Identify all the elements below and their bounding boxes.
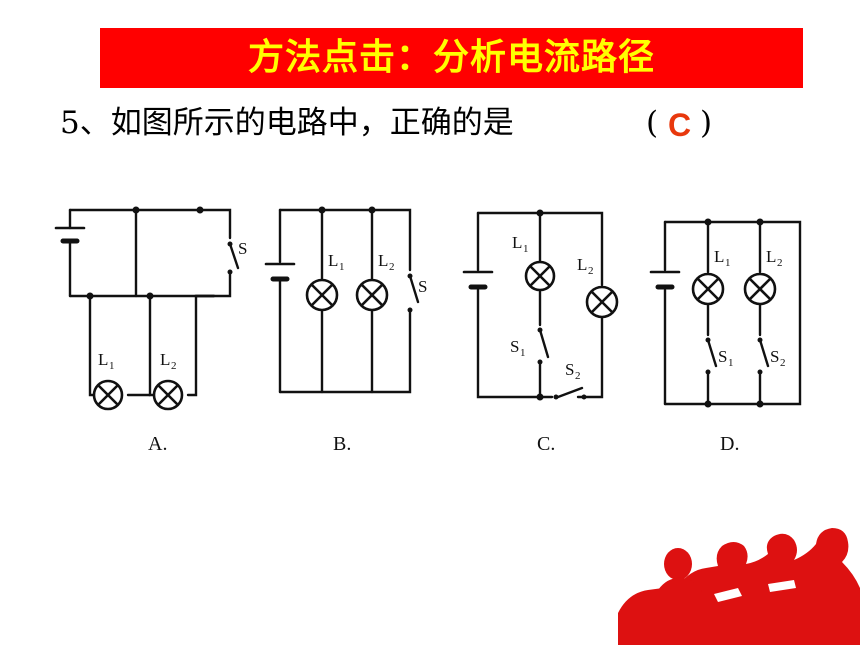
lamp-icon — [524, 260, 556, 292]
answer-paren-open: ( — [646, 105, 659, 141]
students-studying-silhouette-icon — [618, 528, 860, 645]
switch-label: S — [418, 277, 427, 296]
svg-text:1: 1 — [339, 261, 345, 273]
svg-text:2: 2 — [780, 357, 786, 369]
answer-letter: C — [668, 107, 692, 143]
switch-icon — [758, 338, 770, 368]
lamp-icon — [585, 285, 619, 319]
caption-b: B. — [333, 433, 351, 455]
svg-text:2: 2 — [389, 261, 395, 273]
caption-c: C. — [537, 433, 555, 455]
switch2-label: S — [770, 347, 779, 366]
banner-title: 方法点击：分析电流路径 — [247, 37, 655, 78]
lamp2-label: L — [378, 251, 388, 270]
answer-paren-close: ) — [700, 105, 713, 141]
lamp1-label: L — [98, 350, 108, 369]
svg-text:2: 2 — [588, 265, 594, 277]
battery-icon — [462, 270, 494, 290]
switch-icon — [408, 274, 420, 304]
battery-icon — [54, 226, 86, 244]
switch2-label: S — [565, 360, 574, 379]
svg-text:2: 2 — [171, 360, 177, 372]
question-text: 5、如图所示的电路中，正确的是 — [60, 105, 514, 141]
svg-text:1: 1 — [109, 360, 115, 372]
lamp-icon — [92, 379, 124, 411]
battery-icon — [649, 270, 681, 290]
circuit-b: S L 1 L 2 B. — [264, 206, 427, 455]
circuit-d: L 1 L 2 S 1 S 2 D. — [649, 218, 802, 455]
switch1-label: S — [718, 347, 727, 366]
switch1-label: S — [510, 337, 519, 356]
svg-text:1: 1 — [520, 347, 526, 359]
svg-text:1: 1 — [523, 243, 529, 255]
battery-icon — [264, 262, 296, 282]
switch-icon — [556, 386, 584, 399]
circuit-a: S L 1 L 2 A. — [54, 206, 247, 455]
svg-text:2: 2 — [777, 257, 783, 269]
lamp1-label: L — [714, 247, 724, 266]
lamp-icon — [691, 272, 725, 306]
lamp2-label: L — [577, 255, 587, 274]
switch-icon — [706, 338, 718, 368]
lamp2-label: L — [766, 247, 776, 266]
lamp-icon — [743, 272, 777, 306]
caption-d: D. — [720, 433, 739, 455]
lamp1-label: L — [512, 233, 522, 252]
switch-label: S — [238, 239, 247, 258]
switch-icon — [538, 328, 550, 359]
lamp-icon — [152, 379, 184, 411]
svg-text:1: 1 — [725, 257, 731, 269]
lamp1-label: L — [328, 251, 338, 270]
svg-text:2: 2 — [575, 370, 581, 382]
switch-icon — [228, 242, 240, 270]
circuit-c: L 1 L 2 S 1 S 2 C. — [462, 209, 619, 455]
lamp-icon — [305, 278, 339, 312]
caption-a: A. — [148, 433, 167, 455]
lamp-icon — [355, 278, 389, 312]
lamp2-label: L — [160, 350, 170, 369]
svg-text:1: 1 — [728, 357, 734, 369]
title-banner: 方法点击：分析电流路径 — [100, 28, 803, 88]
